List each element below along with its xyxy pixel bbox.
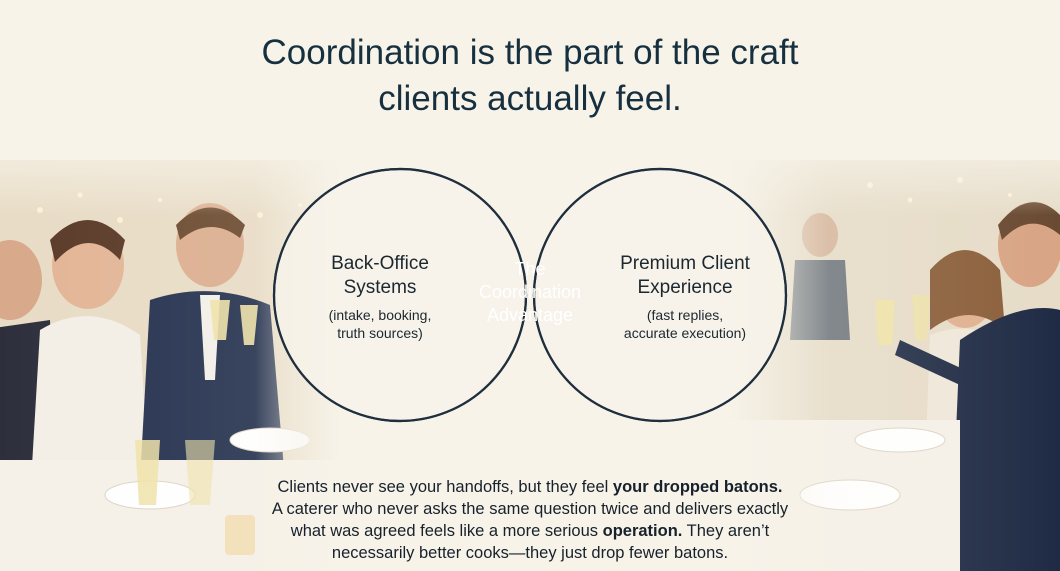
premium-client-experience-label: Premium Client Experience (fast replies,… [590,252,780,342]
left-title-line-1: Back-Office [331,253,429,274]
caption-line-3: what was agreed feels like a more seriou… [291,522,769,540]
caption-line-1-bold: your dropped batons. [612,478,783,496]
venn-diagram: Back-Office Systems (intake, booking, tr… [270,140,790,450]
title-line-1: Coordination is the part of the craft [261,33,799,72]
caption-line-3-text: what was agreed feels like a more seriou… [290,522,603,540]
page-title: Coordination is the part of the craft cl… [130,30,930,122]
center-line-3: Advantage [486,305,574,325]
caption-line-3-tail: They aren’t [682,522,770,540]
caption: Clients never see your handoffs, but the… [230,476,830,564]
back-office-systems-label: Back-Office Systems (intake, booking, tr… [290,252,470,342]
caption-line-1: Clients never see your handoffs, but the… [278,478,783,496]
title-line-2: clients actually feel. [378,79,682,118]
right-title-line-1: Premium Client [620,253,750,274]
top-fade [0,0,1060,215]
left-title-line-2: Systems [343,277,417,298]
left-sub-line-1: (intake, booking, [328,307,432,323]
caption-line-3-bold: operation. [602,522,683,540]
right-title-line-2: Experience [637,277,733,298]
left-sub-line-2: truth sources) [337,325,423,341]
center-line-2: Coordination [478,282,582,302]
coordination-advantage-label: The Coordination Advantage [465,258,595,327]
right-sub-line-1: (fast replies, [646,307,724,323]
caption-line-2: A caterer who never asks the same questi… [271,500,789,518]
right-sub-line-2: accurate execution) [623,325,747,341]
caption-line-1-text: Clients never see your handoffs, but the… [277,478,613,496]
center-line-1: The [514,259,546,279]
caption-line-4: necessarily better cooks—they just drop … [331,544,729,562]
